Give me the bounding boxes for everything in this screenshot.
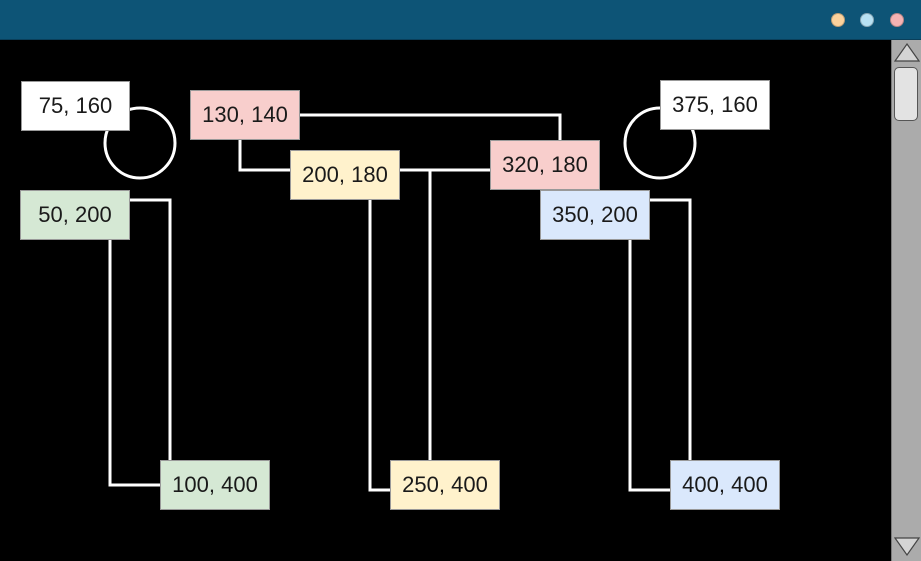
triangle-down-icon [893,537,920,557]
connector-200-180-to-250-400[interactable] [368,200,390,492]
scroll-down-button[interactable] [892,536,921,558]
connector-130-140-to-320-180[interactable] [300,113,562,140]
close-button[interactable] [890,13,904,27]
connector-50-200-to-100-400-b[interactable] [108,240,160,487]
node-400-400[interactable]: 400, 400 [670,460,780,510]
node-350-200[interactable]: 350, 200 [540,190,650,240]
node-50-200[interactable]: 50, 200 [20,190,130,240]
diagram-canvas: 75, 160 130, 140 200, 180 320, 180 375, … [0,40,891,561]
node-375-160[interactable]: 375, 160 [660,80,770,130]
scroll-up-button[interactable] [892,41,921,63]
node-100-400[interactable]: 100, 400 [160,460,270,510]
node-200-180[interactable]: 200, 180 [290,150,400,200]
node-75-160[interactable]: 75, 160 [21,81,130,131]
node-320-180[interactable]: 320, 180 [490,140,600,190]
node-250-400[interactable]: 250, 400 [390,460,500,510]
minimize-button[interactable] [831,13,845,27]
connector-50-200-to-100-400-a[interactable] [130,198,172,460]
connector-350-200-to-400-400-b[interactable] [628,240,670,492]
scroll-thumb[interactable] [894,67,918,121]
node-130-140[interactable]: 130, 140 [190,90,300,140]
connector-130-140-to-200-180[interactable] [238,140,290,172]
maximize-button[interactable] [860,13,874,27]
triangle-up-icon [893,42,920,62]
vertical-scrollbar[interactable] [891,40,921,561]
title-bar [0,0,921,40]
connector-350-200-to-400-400-a[interactable] [650,198,692,460]
self-loop-connector-75-160[interactable] [103,106,177,180]
connector-layer [103,106,697,492]
